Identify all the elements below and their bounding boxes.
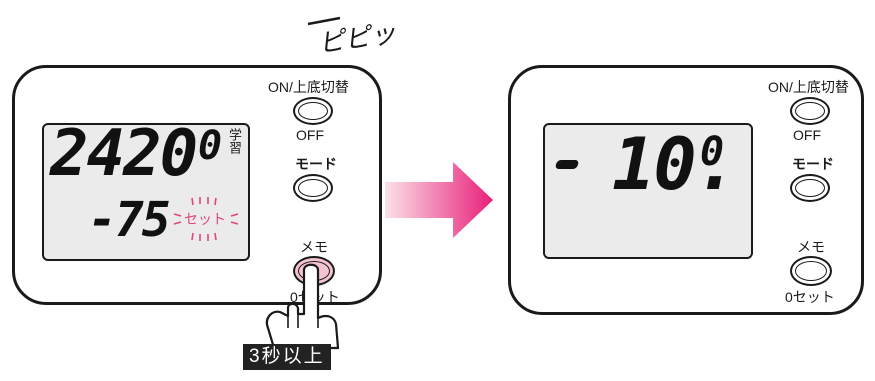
sound-effect-swoosh-icon — [307, 16, 341, 26]
left-mode-button[interactable] — [293, 174, 333, 202]
right-mode-button-label: モード — [792, 156, 834, 172]
right-arrow-icon — [385, 162, 493, 238]
pointing-hand-icon — [265, 263, 340, 350]
right-mode-button[interactable] — [790, 174, 830, 202]
right-on-off-button[interactable] — [790, 97, 830, 125]
left-sub-reading: -75 — [88, 192, 171, 248]
right-off-label: OFF — [793, 127, 821, 143]
left-main-reading: 2420 — [50, 117, 198, 191]
right-zero-set-label: 0セット — [785, 289, 835, 305]
right-on-button-label: ON/上底切替 — [768, 79, 849, 95]
right-lcd-screen — [543, 123, 753, 259]
blink-rays-icon — [173, 197, 239, 241]
right-minus-sign — [554, 160, 580, 169]
left-on-button-label: ON/上底切替 — [268, 79, 349, 95]
right-main-reading: 10. — [612, 122, 738, 206]
left-on-off-button[interactable] — [293, 97, 333, 125]
right-main-reading-small-digit: 0 — [700, 129, 724, 175]
left-mode-button-label: モード — [295, 156, 337, 172]
left-memo-button-label: メモ — [300, 239, 328, 255]
hold-duration-caption: 3秒以上 — [243, 344, 331, 370]
right-memo-button[interactable] — [790, 256, 832, 286]
left-off-label: OFF — [296, 127, 324, 143]
left-main-reading-small-digit: 0 — [198, 123, 222, 169]
learn-indicator: 学習 — [227, 128, 242, 154]
set-indicator: セット — [184, 211, 226, 227]
right-memo-button-label: メモ — [797, 239, 825, 255]
